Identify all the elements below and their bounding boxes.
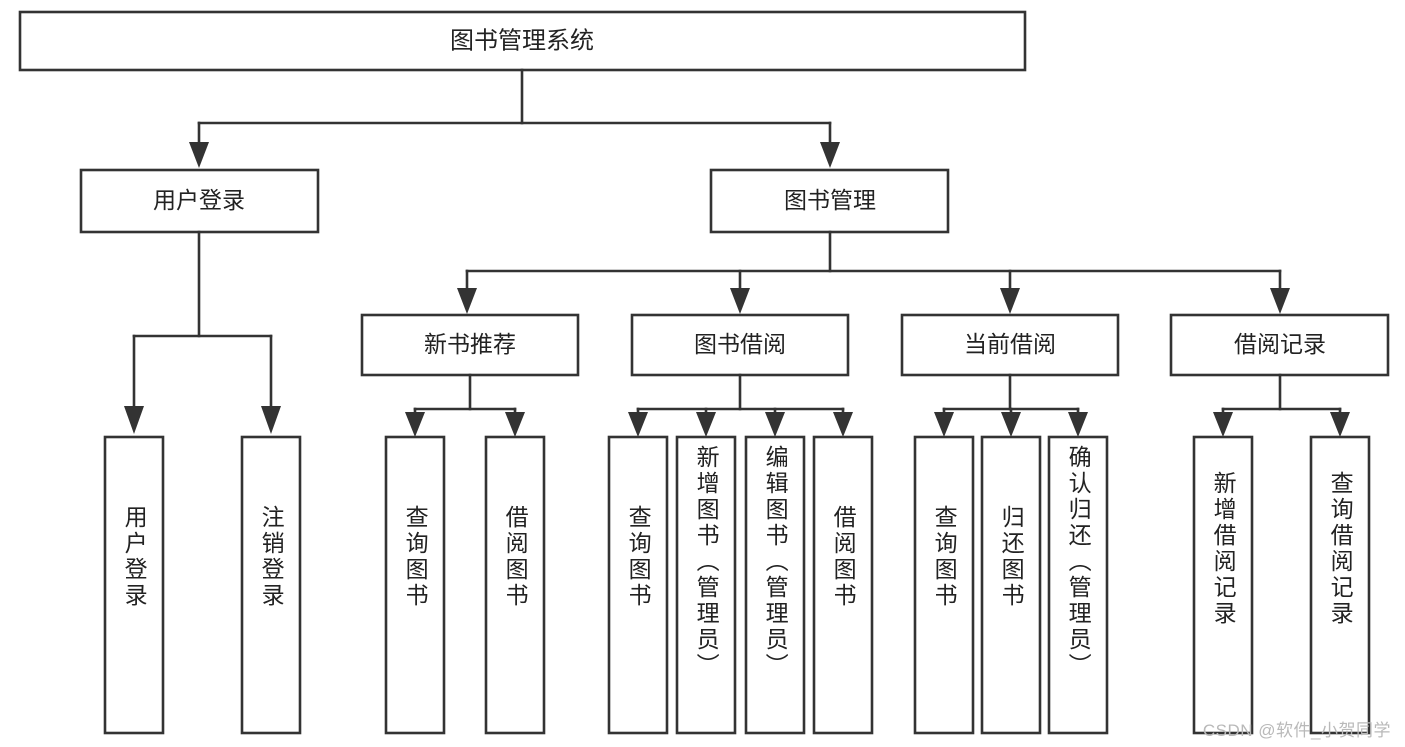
connector-new-book-recommend-to-leaves: [405, 373, 525, 437]
leaf-box-query-book-3[interactable]: [913, 435, 975, 735]
arrow-head-icon: [820, 142, 840, 168]
node-box-rect: [360, 313, 580, 377]
leaf-box-confirm-return[interactable]: [1047, 435, 1109, 735]
connector-current-borrow-to-leaves: [934, 373, 1088, 437]
arrow-head-icon: [505, 412, 525, 437]
leaf-box-edit-book[interactable]: [744, 435, 806, 735]
arrow-head-icon: [1213, 412, 1233, 437]
node-label-user-login: 用户登录: [153, 187, 245, 213]
leaf-box-return-book[interactable]: [980, 435, 1042, 735]
connector-borrow-record-to-leaves: [1213, 373, 1350, 437]
connector-user-login-to-leaves: [124, 230, 281, 434]
arrow-head-icon: [1068, 412, 1088, 437]
leaf-box-query-record[interactable]: [1309, 435, 1371, 735]
arrow-head-icon: [457, 288, 477, 314]
leaf-box-query-book-1[interactable]: [384, 435, 446, 735]
arrow-head-icon: [628, 412, 648, 437]
arrow-head-icon: [1270, 288, 1290, 314]
arrow-head-icon: [1000, 288, 1020, 314]
node-new-book-recommend[interactable]: 新书推荐: [360, 313, 580, 377]
arrow-head-icon: [730, 288, 750, 314]
leaf-box-add-record[interactable]: [1192, 435, 1254, 735]
node-book-borrow[interactable]: 图书借阅: [630, 313, 850, 377]
arrow-head-icon: [696, 412, 716, 437]
leaf-box-add-book[interactable]: [675, 435, 737, 735]
leaf-box-query-book-2[interactable]: [607, 435, 669, 735]
node-book-management[interactable]: 图书管理: [709, 168, 950, 234]
connector-book-management-to-level3: [457, 230, 1290, 314]
node-box-rect: [18, 10, 1027, 72]
connector-book-borrow-to-leaves: [628, 373, 853, 437]
node-user-login[interactable]: 用户登录: [79, 168, 320, 234]
arrow-head-icon: [1330, 412, 1350, 437]
node-label-borrow-record: 借阅记录: [1234, 331, 1326, 357]
arrow-head-icon: [765, 412, 785, 437]
arrow-head-icon: [189, 142, 209, 168]
leaf-box-user-login[interactable]: [103, 435, 165, 735]
arrow-head-icon: [124, 406, 144, 434]
node-label-new-book-recommend: 新书推荐: [424, 331, 516, 357]
node-current-borrow[interactable]: 当前借阅: [900, 313, 1120, 377]
node-label-book-management: 图书管理: [784, 187, 876, 213]
leaf-box-user-logout[interactable]: [240, 435, 302, 735]
node-borrow-record[interactable]: 借阅记录: [1169, 313, 1390, 377]
csdn-watermark: CSDN @软件_小贺同学: [1202, 721, 1391, 740]
arrow-head-icon: [261, 406, 281, 434]
connector-root-to-level2: [189, 68, 840, 168]
node-book-management-system[interactable]: 图书管理系统: [18, 10, 1027, 72]
leaf-box-borrow-book-1[interactable]: [484, 435, 546, 735]
arrow-head-icon: [934, 412, 954, 437]
leaf-box-borrow-book-2[interactable]: [812, 435, 874, 735]
arrow-head-icon: [1001, 412, 1021, 437]
node-label-book-borrow: 图书借阅: [694, 331, 786, 357]
node-box-rect: [79, 168, 320, 234]
node-label-book-management-system: 图书管理系统: [450, 27, 594, 54]
node-box-rect: [900, 313, 1120, 377]
node-label-current-borrow: 当前借阅: [964, 331, 1056, 357]
arrow-head-icon: [833, 412, 853, 437]
arrow-head-icon: [405, 412, 425, 437]
